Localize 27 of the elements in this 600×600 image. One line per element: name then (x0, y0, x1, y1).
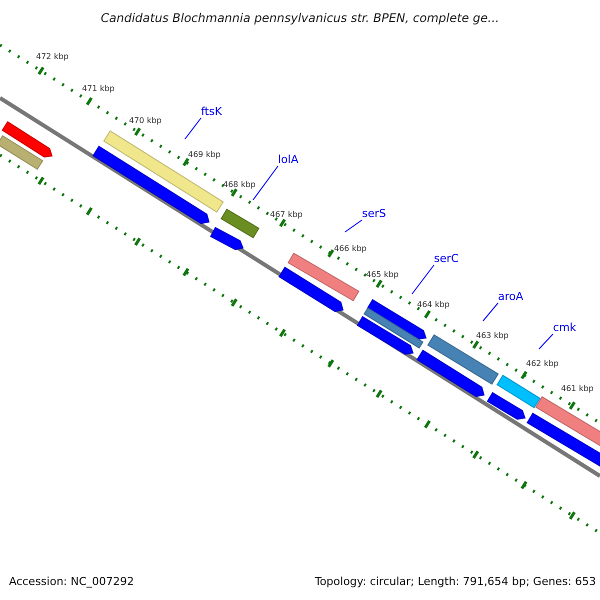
scale-label: 470 kbp (129, 117, 162, 125)
gene-label: serS (362, 208, 386, 219)
gene-label: serC (434, 253, 459, 264)
gene-label: lolA (278, 154, 298, 165)
leader-line (538, 334, 554, 350)
leader-line (412, 264, 434, 294)
leader-line (252, 166, 278, 200)
scale-label: 463 kbp (476, 332, 509, 340)
scale-label: 468 kbp (223, 181, 256, 189)
gene-label: aroA (498, 291, 524, 302)
scale-label: 471 kbp (82, 85, 115, 93)
scale-label: 461 kbp (561, 385, 594, 393)
title: Candidatus Blochmannia pennsylvanicus str. BPEN, complete ge... (100, 12, 500, 24)
scale-label: 466 kbp (334, 245, 367, 253)
scale-label: 462 kbp (526, 360, 559, 368)
scale-label: 469 kbp (188, 151, 221, 159)
gene-label: ftsK (201, 106, 222, 117)
gene-label: cmk (553, 322, 576, 333)
footer-text: Topology: circular; Length: 791,654 bp; Genes: 653 (314, 576, 596, 587)
leader-line (184, 118, 202, 140)
footer-text: Accession: NC_007292 (9, 576, 134, 587)
scale-label: 464 kbp (417, 301, 450, 309)
scale-label: 472 kbp (36, 53, 69, 61)
leader-line (482, 302, 498, 322)
leader-line (344, 220, 362, 232)
scale-label: 465 kbp (366, 271, 399, 279)
scale-label: 467 kbp (270, 211, 303, 219)
